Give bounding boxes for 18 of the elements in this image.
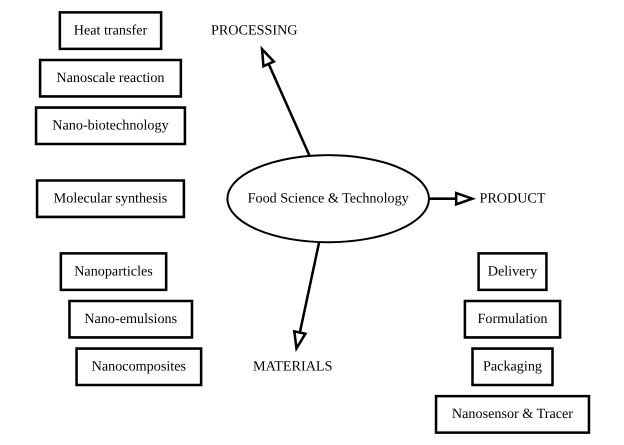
node-box: Nanoscale reaction xyxy=(38,58,182,98)
node-text: PROCESSING xyxy=(210,22,298,38)
node-text: MATERIALS xyxy=(252,358,332,375)
node-box: Formulation xyxy=(463,300,561,339)
node-box: Heat transfer xyxy=(58,11,162,50)
node-box: Packaging xyxy=(470,347,554,386)
arrow xyxy=(292,242,320,352)
node-box: Nanosensor & Tracer xyxy=(434,394,590,434)
node-box: Molecular synthesis xyxy=(35,179,185,218)
node-box: Nano-biotechnology xyxy=(34,106,186,146)
node-box: Nanoparticles xyxy=(59,252,167,292)
node-text: PRODUCT xyxy=(478,190,546,206)
arrow xyxy=(260,46,310,156)
arrow xyxy=(428,191,476,206)
node-ellipse: Food Science & Technology xyxy=(226,154,430,244)
node-box: Delivery xyxy=(476,252,548,292)
node-box: Nanocomposites xyxy=(74,347,202,386)
node-box: Nano-emulsions xyxy=(68,300,193,339)
